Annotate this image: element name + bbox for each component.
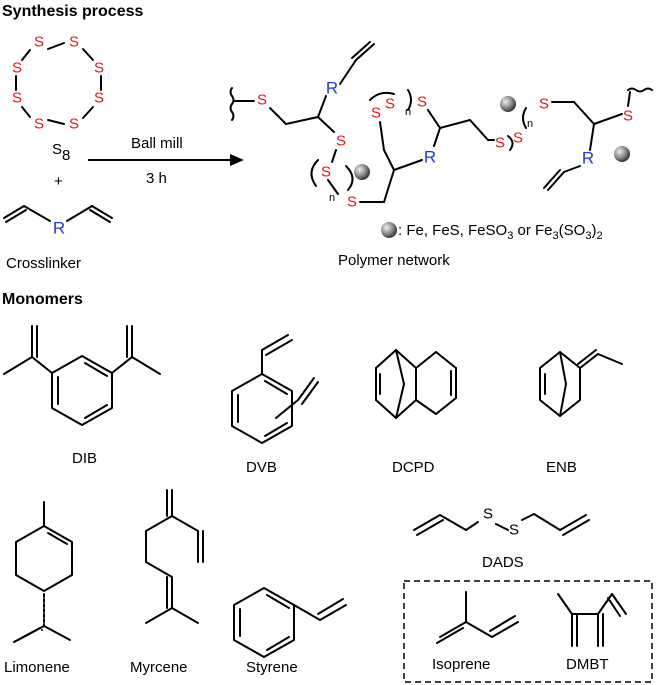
dib-label: DIB — [72, 450, 97, 467]
legend-text: or Fe — [513, 222, 552, 239]
wavy-end — [627, 87, 653, 93]
dmbt-label: DMBT — [566, 656, 609, 673]
arrow-top-label: Ball mill — [131, 135, 183, 152]
enb-structure — [539, 349, 623, 417]
sulfur-atom: S — [69, 34, 79, 51]
catalyst-particle — [500, 96, 516, 112]
sulfur-atom: S — [94, 90, 104, 107]
legend-sub: 3 — [507, 230, 513, 242]
dcpd-structure — [375, 349, 457, 419]
sulfur-atom: S — [257, 92, 267, 109]
repeat-n: n — [527, 118, 533, 130]
legend-sub: 2 — [596, 230, 602, 242]
catalyst-legend: : Fe, FeS, FeSO3 or Fe3(SO3)2 — [398, 222, 603, 242]
myrcene-label: Myrcene — [130, 659, 188, 676]
legend-sub: 3 — [553, 230, 559, 242]
sulfur-atom: S — [69, 116, 79, 133]
isoprene-label: Isoprene — [432, 656, 490, 673]
sulfur-atom: S — [347, 194, 357, 211]
sulfur-atom: S — [509, 522, 519, 539]
sulfur-atom: S — [34, 34, 44, 51]
s8-ring: S S S S S S S S — [12, 34, 104, 133]
catalyst-particle — [614, 146, 630, 162]
repeat-bracket — [369, 91, 395, 101]
sulfur-atom: S — [94, 60, 104, 77]
dvb-label: DVB — [246, 459, 277, 476]
legend-text: ) — [591, 222, 596, 239]
wavy-end — [229, 87, 235, 121]
repeat-bracket — [522, 107, 527, 129]
limonene-structure — [13, 501, 73, 643]
sulfur-atom: S — [483, 506, 493, 523]
sulfur-atom: S — [12, 60, 22, 77]
enb-label: ENB — [546, 459, 577, 476]
s8-label: S — [52, 141, 62, 158]
sulfur-atom: S — [623, 108, 633, 125]
repeat-bracket — [407, 89, 412, 111]
sulfur-atom: S — [371, 105, 381, 122]
r-group: R — [582, 149, 594, 168]
s8-subscript: 8 — [62, 147, 70, 164]
repeat-bracket — [345, 165, 354, 191]
crosslinker-label: Crosslinker — [6, 255, 81, 272]
dads-structure: S S — [413, 506, 590, 539]
polymer-network-label: Polymer network — [338, 252, 450, 269]
r-group: R — [424, 148, 436, 167]
polymer-network: S R S S n S R S S n S S S n S S R — [229, 41, 653, 211]
sulfur-atom: S — [12, 90, 22, 107]
legend-text: (SO — [559, 222, 586, 239]
conjugated-dienes-box — [403, 580, 653, 683]
repeat-n: n — [329, 192, 335, 204]
monomers-heading: Monomers — [2, 291, 83, 308]
sulfur-atom: S — [539, 96, 549, 113]
r-group: R — [53, 219, 65, 238]
sulfur-atom: S — [385, 96, 395, 113]
dib-structure — [3, 325, 161, 426]
synthesis-heading: Synthesis process — [2, 3, 144, 20]
arrow-bottom-label: 3 h — [146, 170, 167, 187]
sulfur-atom: S — [417, 94, 427, 111]
dmbt-structure — [557, 593, 627, 647]
repeat-n: n — [405, 106, 411, 118]
sulfur-atom: S — [336, 133, 346, 150]
sulfur-atom: S — [513, 130, 523, 147]
styrene-label: Styrene — [246, 659, 298, 676]
sulfur-atom: S — [495, 135, 505, 152]
dvb-structure — [231, 334, 319, 444]
dads-label: DADS — [482, 554, 524, 571]
myrcene-structure — [145, 489, 204, 624]
sulfur-atom: S — [321, 164, 331, 181]
dcpd-label: DCPD — [392, 459, 435, 476]
isoprene-structure — [436, 591, 519, 644]
crosslinker-structure: R — [3, 205, 113, 238]
arrowhead — [230, 154, 244, 166]
repeat-bracket — [507, 135, 514, 151]
limonene-label: Limonene — [4, 659, 70, 676]
legend-text: : Fe, FeS, FeSO — [398, 222, 507, 239]
catalyst-particle — [354, 164, 370, 180]
r-group: R — [326, 79, 338, 98]
sulfur-atom: S — [34, 116, 44, 133]
plus-sign: + — [54, 173, 63, 190]
legend-sub: 3 — [585, 230, 591, 242]
repeat-bracket — [310, 159, 319, 187]
styrene-structure — [233, 587, 347, 658]
legend-particle-icon — [381, 222, 397, 238]
